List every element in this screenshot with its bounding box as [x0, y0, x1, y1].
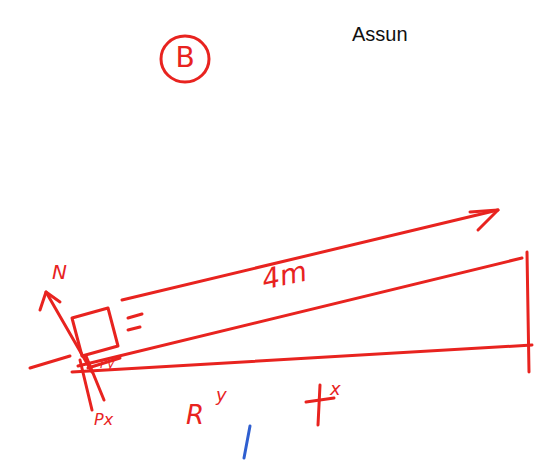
dimension-label: 4m: [260, 258, 310, 295]
axis-label: y: [216, 386, 227, 404]
circled-letter: B: [159, 32, 211, 84]
axis-label: x: [330, 380, 341, 398]
force-label: Px: [94, 412, 113, 428]
force-label: N: [52, 262, 67, 282]
axis-label: R: [186, 402, 204, 428]
heading-text: Assun: [352, 24, 408, 44]
circled-letter-text: B: [175, 44, 194, 72]
force-label: Py: [100, 358, 114, 370]
